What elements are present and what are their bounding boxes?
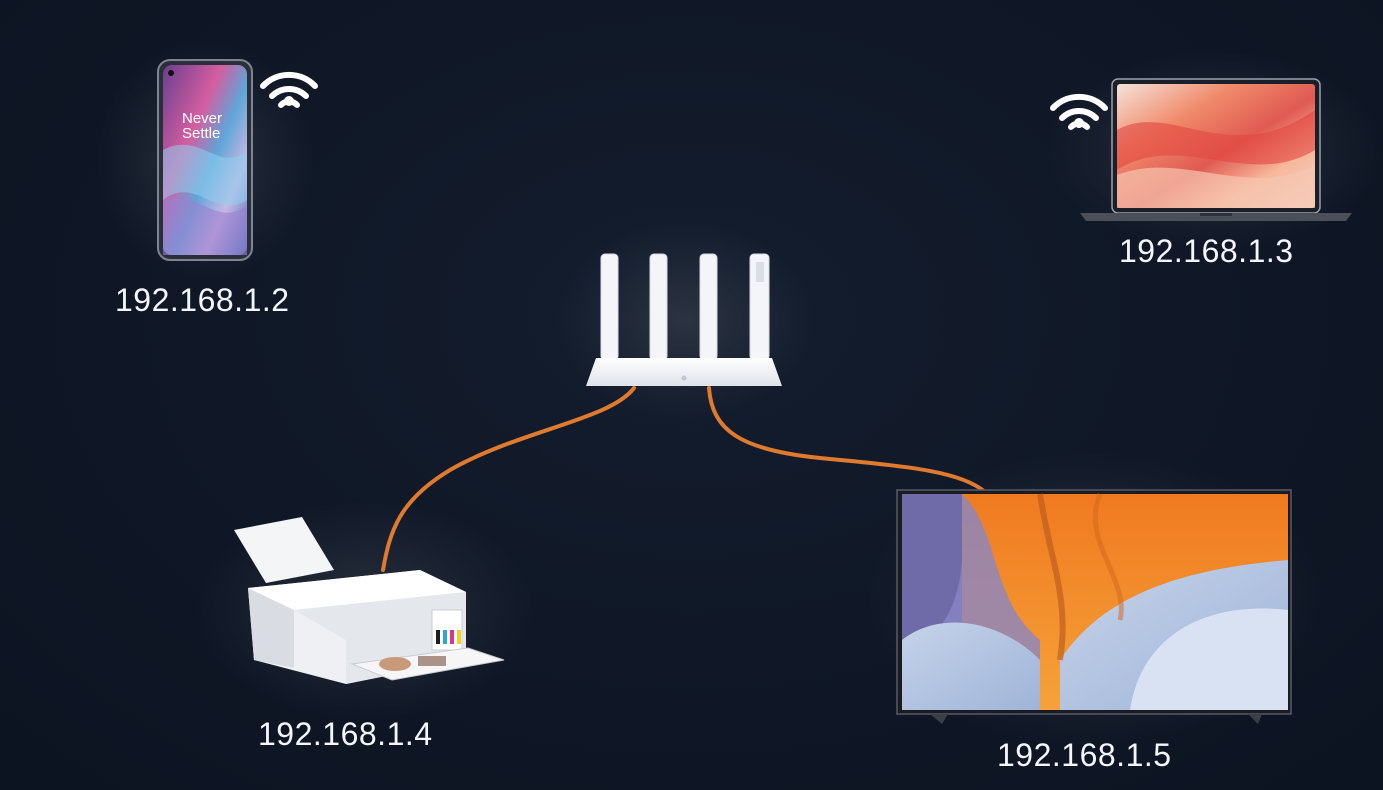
wifi-icon bbox=[1050, 93, 1108, 130]
phone-screen-text-line1: Never bbox=[182, 110, 222, 127]
tv-ethernet-cable bbox=[707, 386, 987, 494]
printer-ip-label: 192.168.1.4 bbox=[258, 716, 433, 752]
tv-icon bbox=[896, 489, 1292, 724]
printer-ethernet-cable bbox=[381, 386, 636, 572]
tv-ip-label: 192.168.1.5 bbox=[997, 737, 1172, 773]
phone-icon: Never Settle bbox=[157, 59, 253, 261]
laptop-icon bbox=[1080, 78, 1352, 221]
router-glow bbox=[555, 220, 815, 420]
printer-icon bbox=[234, 517, 505, 684]
phone-screen-text-line2: Settle bbox=[182, 125, 220, 142]
router-icon bbox=[586, 253, 782, 386]
phone-ip-label: 192.168.1.2 bbox=[115, 282, 290, 318]
laptop-ip-label: 192.168.1.3 bbox=[1119, 233, 1294, 269]
wifi-icon bbox=[260, 71, 318, 108]
